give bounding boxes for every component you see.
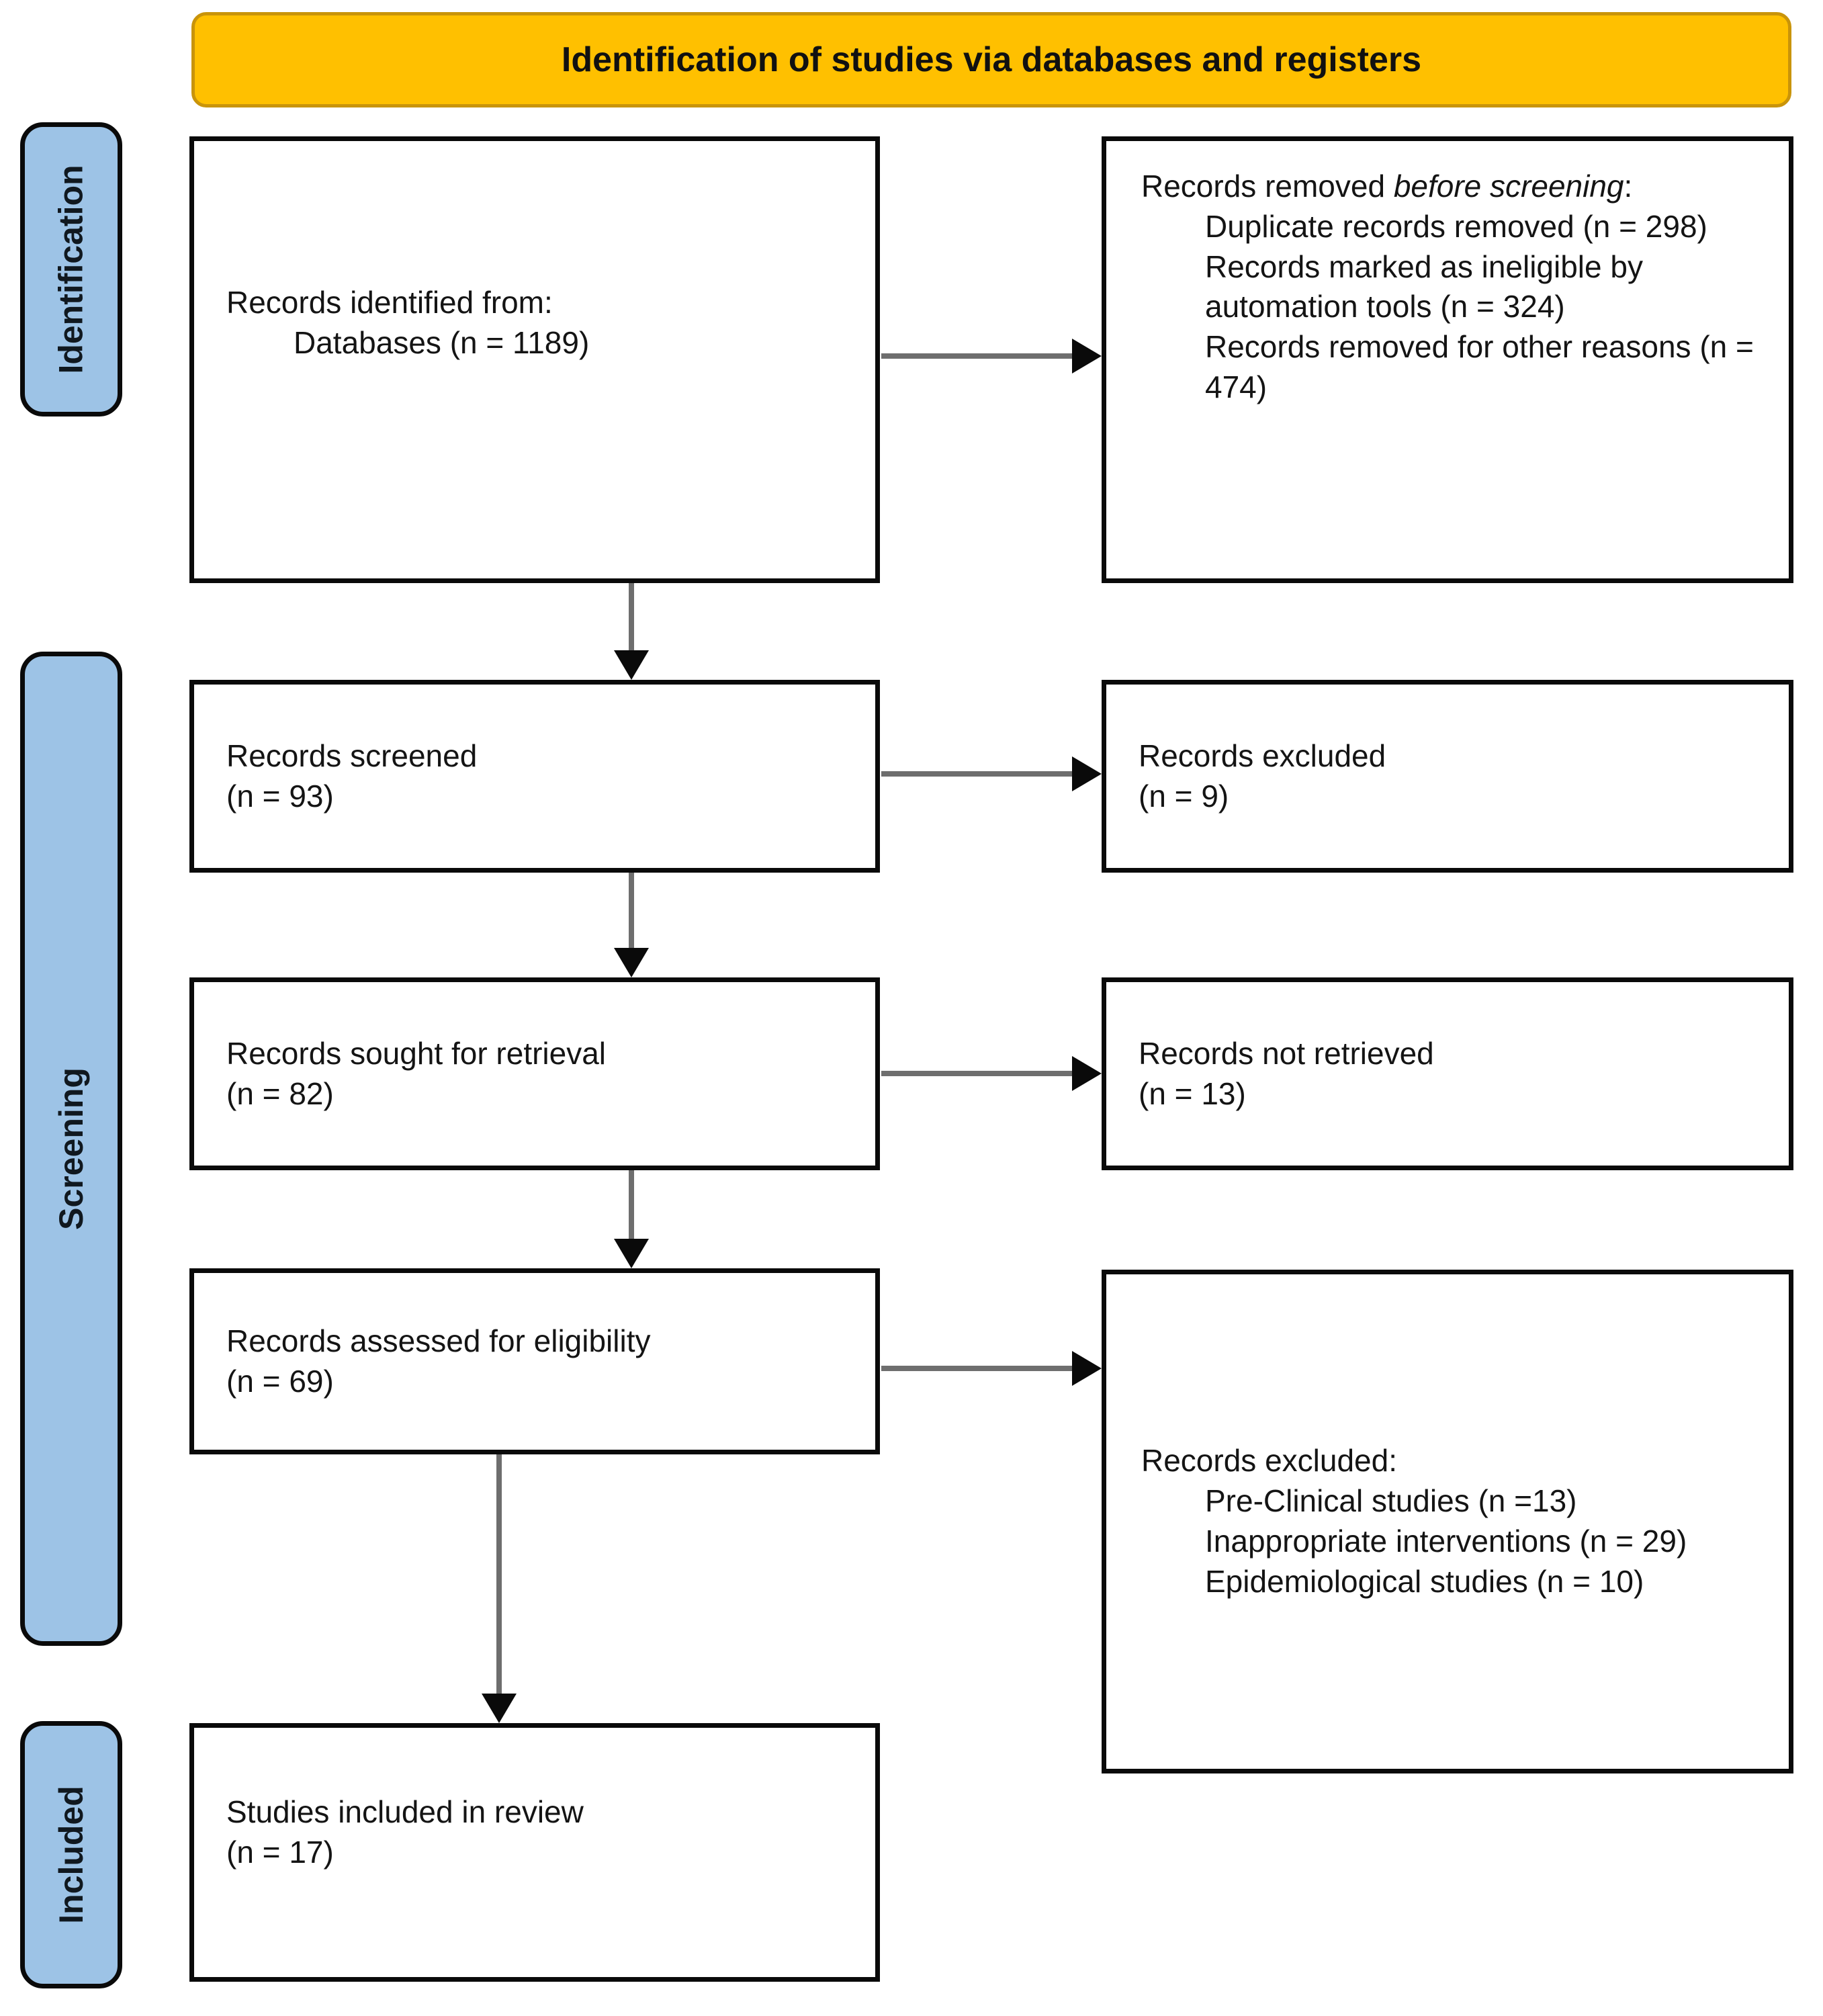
excluded-reason-preclinical: Pre-Clinical studies (n =13)	[1205, 1483, 1577, 1519]
records-excluded-line1: Records excluded	[1139, 738, 1386, 773]
excluded-reason-epidemiological: Epidemiological studies (n = 10)	[1205, 1563, 1644, 1599]
banner-identification-via-databases: Identification of studies via databases …	[191, 12, 1791, 107]
arrow-screened-to-excluded-line	[881, 771, 1075, 777]
arrow-sought-to-not-retrieved-head	[1072, 1056, 1102, 1091]
box-records-excluded-reasons: Records excluded: Pre-Clinical studies (…	[1102, 1270, 1793, 1773]
records-screened-line2: (n = 93)	[226, 778, 334, 814]
arrow-screened-to-sought-head	[614, 948, 649, 977]
box-records-identified: Records identified from: Databases (n = …	[189, 136, 880, 583]
studies-included-line1: Studies included in review	[226, 1794, 584, 1829]
records-not-retrieved-line2: (n = 13)	[1139, 1076, 1246, 1111]
sidebar-stage-identification-label: Identification	[52, 165, 91, 374]
records-removed-title-prefix: Records removed	[1141, 169, 1394, 204]
box-studies-included: Studies included in review (n = 17)	[189, 1723, 880, 1982]
records-assessed-line1: Records assessed for eligibility	[226, 1323, 651, 1358]
records-assessed-line2: (n = 69)	[226, 1363, 334, 1399]
box-records-screened: Records screened (n = 93)	[189, 680, 880, 873]
excluded-reason-interventions: Inappropriate interventions (n = 29)	[1205, 1524, 1687, 1559]
records-sought-line2: (n = 82)	[226, 1076, 334, 1111]
records-removed-item-duplicates: Duplicate records removed (n = 298)	[1205, 208, 1707, 244]
banner-title: Identification of studies via databases …	[561, 40, 1422, 79]
sidebar-stage-screening: Screening	[20, 652, 122, 1646]
records-excluded-line2: (n = 9)	[1139, 778, 1229, 814]
records-screened-line1: Records screened	[226, 738, 478, 773]
arrow-sought-to-not-retrieved-line	[881, 1071, 1075, 1076]
records-removed-title-italic: before screening	[1393, 169, 1624, 204]
box-records-removed-before-screening: Records removed before screening: Duplic…	[1102, 136, 1793, 583]
sidebar-stage-included: Included	[20, 1721, 122, 1988]
box-records-excluded: Records excluded (n = 9)	[1102, 680, 1793, 873]
records-excluded-reasons-title: Records excluded:	[1141, 1443, 1397, 1479]
records-removed-item-other: Records removed for other reasons (n = 4…	[1205, 329, 1754, 404]
box-records-not-retrieved: Records not retrieved (n = 13)	[1102, 977, 1793, 1170]
arrow-sought-to-assessed-head	[614, 1239, 649, 1268]
records-identified-line1: Records identified from:	[226, 284, 553, 320]
records-removed-title: Records removed before screening:	[1141, 167, 1762, 207]
sidebar-stage-included-label: Included	[52, 1786, 91, 1924]
arrow-identified-to-removed-line	[881, 353, 1075, 359]
arrow-sought-to-assessed-line	[629, 1170, 634, 1241]
records-removed-item-automation: Records marked as ineligible by automati…	[1205, 249, 1643, 324]
arrow-assessed-to-included-line	[496, 1454, 502, 1696]
arrow-assessed-to-excluded-reasons-line	[881, 1366, 1075, 1371]
arrow-assessed-to-included-head	[482, 1694, 517, 1723]
records-sought-line1: Records sought for retrieval	[226, 1035, 607, 1071]
arrow-identified-to-screened-line	[629, 583, 634, 653]
records-identified-line2: Databases (n = 1189)	[294, 324, 590, 360]
arrow-screened-to-excluded-head	[1072, 756, 1102, 791]
records-not-retrieved-line1: Records not retrieved	[1139, 1035, 1434, 1071]
box-records-sought: Records sought for retrieval (n = 82)	[189, 977, 880, 1170]
arrow-identified-to-removed-head	[1072, 339, 1102, 374]
studies-included-line2: (n = 17)	[226, 1834, 334, 1870]
sidebar-stage-identification: Identification	[20, 122, 122, 417]
sidebar-stage-screening-label: Screening	[52, 1067, 90, 1230]
arrow-screened-to-sought-line	[629, 873, 634, 951]
arrow-assessed-to-excluded-reasons-head	[1072, 1351, 1102, 1386]
arrow-identified-to-screened-head	[614, 650, 649, 680]
box-records-assessed: Records assessed for eligibility (n = 69…	[189, 1268, 880, 1454]
records-removed-title-suffix: :	[1624, 169, 1633, 204]
